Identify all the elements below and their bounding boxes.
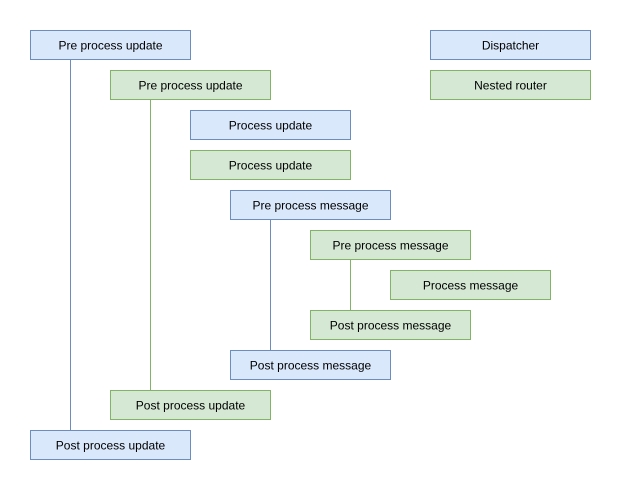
svg-text:Pre process message: Pre process message <box>332 239 448 253</box>
svg-text:Post process update: Post process update <box>136 399 246 413</box>
svg-text:Post process update: Post process update <box>56 439 166 453</box>
svg-text:Dispatcher: Dispatcher <box>482 39 539 53</box>
svg-text:Post process message: Post process message <box>330 319 452 333</box>
svg-text:Pre process update: Pre process update <box>58 39 162 53</box>
svg-text:Process update: Process update <box>229 119 313 133</box>
svg-text:Pre process update: Pre process update <box>138 79 242 93</box>
svg-text:Post process message: Post process message <box>250 359 372 373</box>
svg-text:Nested router: Nested router <box>474 79 547 93</box>
svg-text:Pre process message: Pre process message <box>252 199 368 213</box>
svg-text:Process update: Process update <box>229 159 313 173</box>
svg-text:Process message: Process message <box>423 279 519 293</box>
